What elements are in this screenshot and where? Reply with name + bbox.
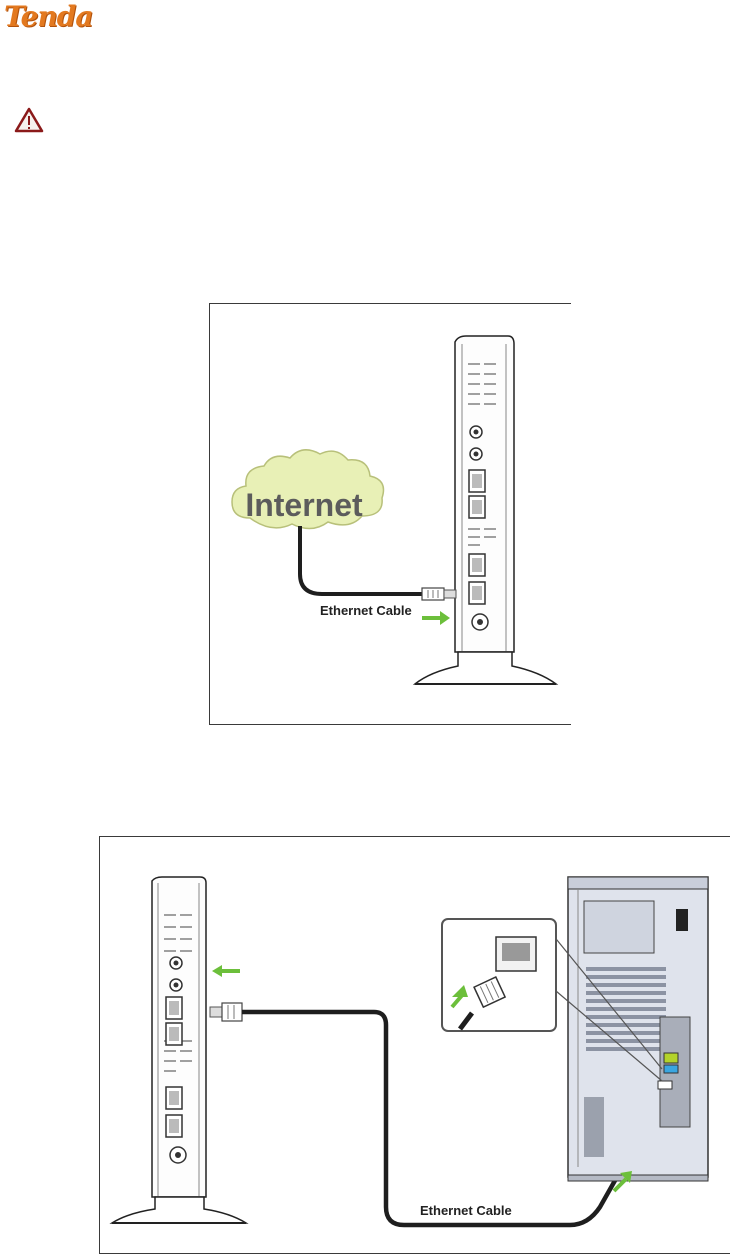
figure-wan-connection: Internet Ethernet Cable (209, 303, 571, 725)
rj45-connector (210, 1003, 242, 1021)
figure-lan-connection: Ethernet Cable (99, 836, 730, 1254)
router-device (112, 877, 246, 1223)
warning-triangle-icon (14, 107, 44, 133)
green-arrow-icon (212, 965, 240, 977)
internet-label: Internet (245, 487, 363, 523)
router-device (415, 336, 556, 684)
internet-cloud: Internet (232, 450, 384, 529)
ethernet-cable (300, 526, 422, 594)
ethernet-cable-label: Ethernet Cable (420, 1203, 512, 1218)
tenda-logo: Tenda (4, 0, 93, 33)
computer-tower (568, 877, 708, 1181)
green-arrow-icon (422, 611, 450, 625)
rj45-connector (422, 588, 456, 600)
ethernet-cable-label: Ethernet Cable (320, 603, 412, 618)
